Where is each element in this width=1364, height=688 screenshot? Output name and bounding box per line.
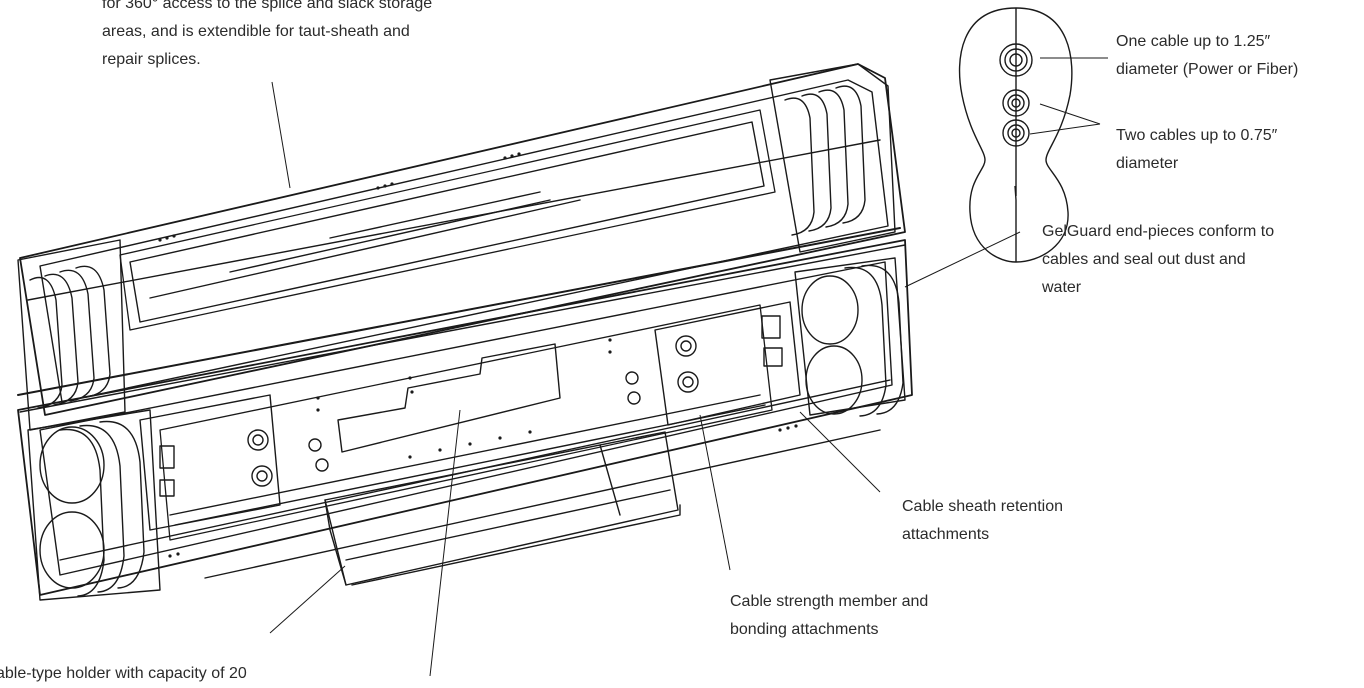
- enclosure-description-line-3: repair splices.: [102, 51, 201, 68]
- leader-lines: [269, 57, 1108, 676]
- gelguard-callout: GelGuard end-pieces conform to cables an…: [1042, 218, 1274, 302]
- one-cable-line-1: One cable up to 1.25″: [1116, 33, 1271, 50]
- slack-holder: [324, 431, 681, 586]
- one-cable-line-2: diameter (Power or Fiber): [1116, 61, 1299, 78]
- strength-member-line-2: bonding attachments: [730, 621, 879, 638]
- one-cable-callout: One cable up to 1.25″ diameter (Power or…: [1116, 28, 1298, 84]
- gelguard-line-2: cables and seal out dust and: [1042, 251, 1246, 268]
- gelguard-line-1: GelGuard end-pieces conform to: [1042, 223, 1275, 240]
- two-cables-line-2: diameter: [1116, 155, 1179, 172]
- sheath-retention-line-2: attachments: [902, 526, 990, 543]
- slack-holder-line-1: able-type holder with capacity of 20: [0, 665, 247, 682]
- two-cables-line-1: Two cables up to 0.75″: [1116, 127, 1278, 144]
- gelguard-line-3: water: [1042, 279, 1082, 296]
- closure-base: [17, 239, 913, 596]
- two-cables-callout: Two cables up to 0.75″ diameter: [1116, 122, 1277, 178]
- strength-member-line-1: Cable strength member and: [730, 593, 929, 610]
- sheath-retention-callout: Cable sheath retention attachments: [902, 493, 1063, 549]
- closure-lid: [19, 63, 906, 416]
- enclosure-description-line-1: for 360° access to the splice and slack …: [102, 0, 433, 12]
- right-endpiece: [769, 63, 906, 417]
- enclosure-description-line-2: areas, and is extendible for taut-sheath…: [102, 23, 410, 40]
- sheath-retention-line-1: Cable sheath retention: [902, 498, 1063, 515]
- strength-member-callout: Cable strength member and bonding attach…: [730, 588, 928, 644]
- cable-entry-inset: [958, 7, 1073, 263]
- left-endpiece: [17, 239, 161, 601]
- slack-holder-callout: able-type holder with capacity of 20: [0, 660, 247, 688]
- enclosure-description: for 360° access to the splice and slack …: [102, 0, 432, 74]
- screw-holes: [158, 152, 798, 558]
- attachment-bolts: [159, 315, 783, 497]
